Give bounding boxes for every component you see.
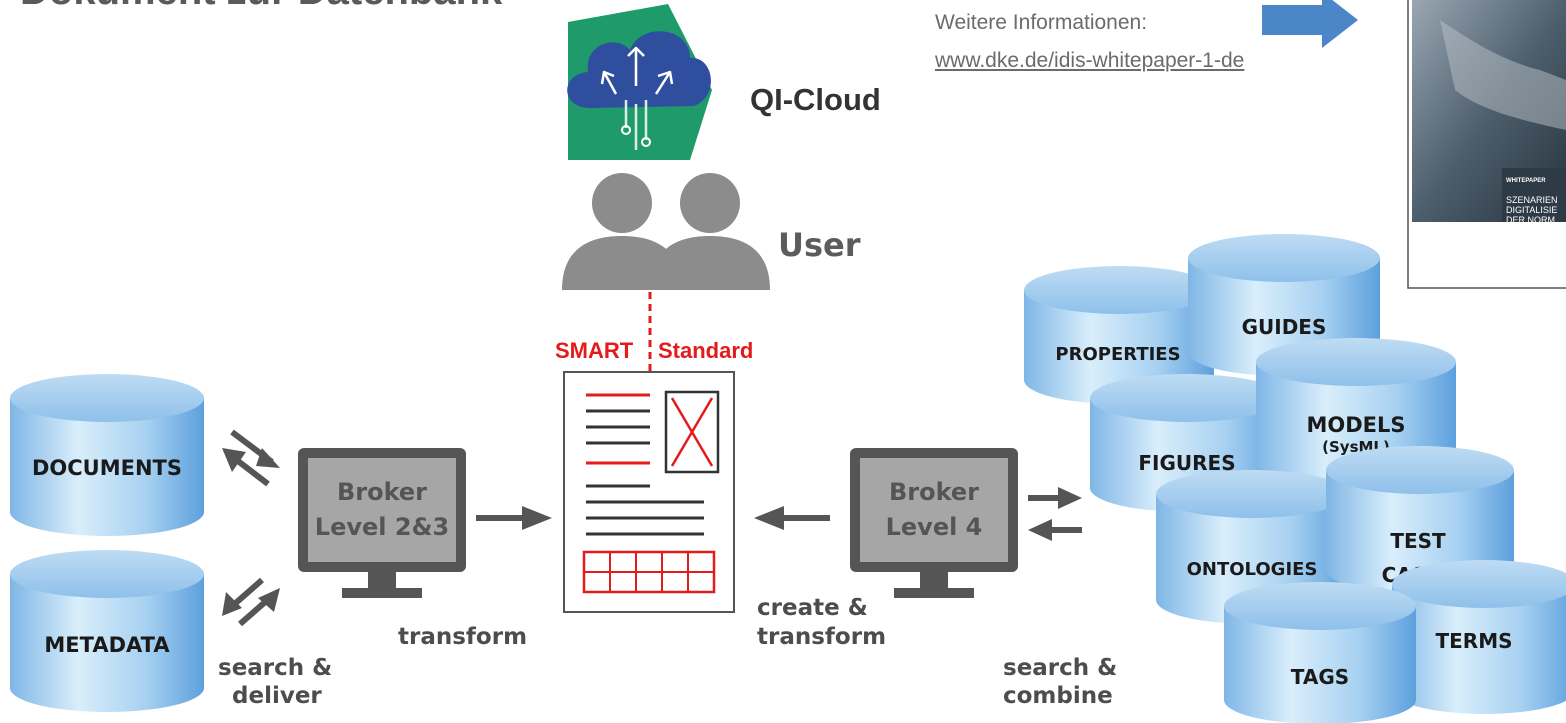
create-transform-line-2: transform bbox=[757, 624, 886, 650]
db-label-models: MODELS bbox=[1306, 413, 1405, 437]
db-label-documents: DOCUMENTS bbox=[32, 456, 182, 480]
whitepaper-line-2: DIGITALISIE bbox=[1506, 205, 1557, 215]
info-label: Weitere Informationen: bbox=[935, 11, 1148, 34]
smart-label: SMART bbox=[555, 338, 634, 363]
db-label-properties: PROPERTIES bbox=[1055, 344, 1180, 365]
db-label-figures: FIGURES bbox=[1138, 451, 1235, 475]
info-block: Weitere Informationen: www.dke.de/idis-w… bbox=[935, 4, 1244, 80]
standard-label: Standard bbox=[658, 338, 753, 363]
broker-right-monitor bbox=[850, 448, 1018, 598]
broker-right-line-2: Level 4 bbox=[886, 513, 983, 541]
broker-right-line-1: Broker bbox=[889, 478, 979, 506]
search-combine-line-2: combine bbox=[1003, 683, 1113, 709]
arrow-to-document bbox=[476, 506, 552, 530]
create-transform-line-1: create & bbox=[757, 595, 868, 621]
search-deliver-line-1: search & bbox=[218, 655, 332, 681]
blue-arrow-icon bbox=[1262, 0, 1358, 48]
arrow-from-broker-right bbox=[754, 506, 830, 530]
qi-cloud-label: QI-Cloud bbox=[750, 82, 881, 117]
broker-left-monitor bbox=[298, 448, 466, 598]
db-metadata bbox=[10, 550, 204, 712]
transform-label: transform bbox=[398, 624, 527, 650]
db-terms bbox=[1392, 560, 1566, 714]
db-documents bbox=[10, 374, 204, 536]
qi-cloud-icon bbox=[567, 4, 712, 160]
whitepaper-link[interactable]: www.dke.de/idis-whitepaper-1-de bbox=[935, 49, 1245, 72]
broker-left-line-2: Level 2&3 bbox=[315, 513, 449, 541]
db-label-ontologies: ONTOLOGIES bbox=[1187, 559, 1318, 580]
exchange-arrows-top bbox=[222, 429, 280, 487]
db-label-tags: TAGS bbox=[1291, 665, 1349, 689]
user-icon bbox=[562, 173, 770, 290]
whitepaper-tag: WHITEPAPER bbox=[1506, 178, 1546, 184]
user-label: User bbox=[778, 226, 861, 264]
search-deliver-line-2: deliver bbox=[232, 683, 322, 709]
exchange-arrows-bottom bbox=[222, 577, 280, 627]
whitepaper-cover[interactable]: WHITEPAPER SZENARIEN DIGITALISIE DER NOR… bbox=[1407, 0, 1566, 289]
smart-document bbox=[563, 371, 735, 613]
db-label-terms: TERMS bbox=[1435, 629, 1512, 653]
db-label-metadata: METADATA bbox=[44, 633, 170, 657]
page-title: Dokument zur Datenbank bbox=[20, 0, 503, 13]
db-label-test: TEST bbox=[1390, 529, 1446, 553]
whitepaper-line-1: SZENARIEN bbox=[1506, 195, 1558, 205]
exchange-arrows-right bbox=[1028, 487, 1082, 541]
db-label-guides: GUIDES bbox=[1242, 315, 1327, 339]
broker-left-line-1: Broker bbox=[337, 478, 427, 506]
whitepaper-line-3: DER NORM bbox=[1506, 215, 1555, 225]
search-combine-line-1: search & bbox=[1003, 655, 1117, 681]
db-tags bbox=[1224, 582, 1416, 723]
